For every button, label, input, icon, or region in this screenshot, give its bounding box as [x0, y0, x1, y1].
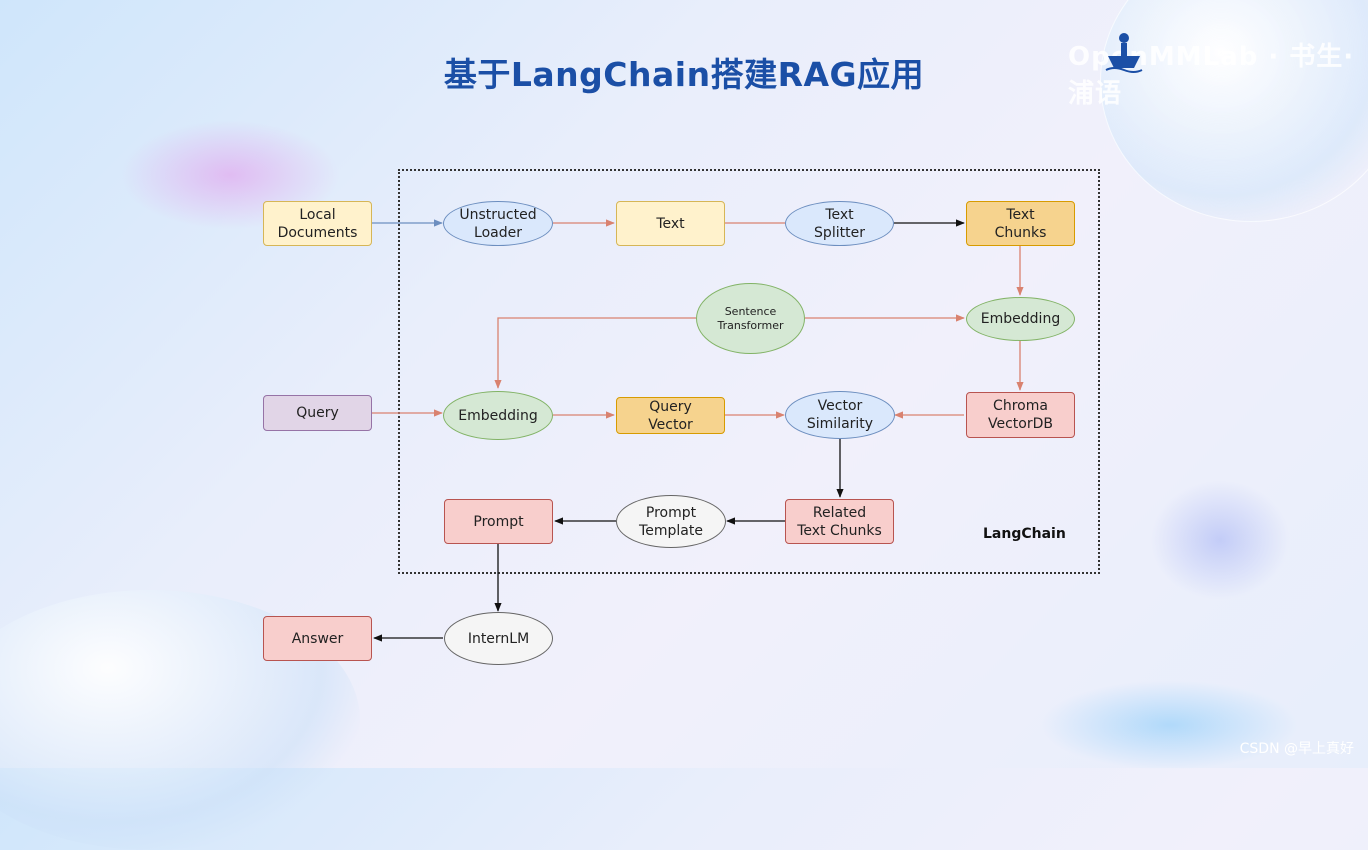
background-blob	[1150, 480, 1290, 600]
diagram-edges	[372, 219, 1024, 642]
node-local-documents: Local Documents	[263, 201, 372, 246]
node-prompt: Prompt	[444, 499, 553, 544]
watermark: CSDN @早上真好	[1239, 741, 1354, 757]
node-text: Text	[616, 201, 725, 246]
node-vector-similarity: Vector Similarity	[785, 391, 895, 439]
background-blob	[1040, 680, 1300, 770]
node-text-chunks: Text Chunks	[966, 201, 1075, 246]
node-embedding-query: Embedding	[443, 391, 553, 440]
langchain-label: LangChain	[983, 526, 1066, 542]
node-query: Query	[263, 395, 372, 431]
edge-transformer-query-embedding	[494, 317, 696, 389]
node-text-splitter: Text Splitter	[785, 201, 894, 246]
node-query-vector: Query Vector	[616, 397, 725, 434]
node-answer: Answer	[263, 616, 372, 661]
slide-title: 基于LangChain搭建RAG应用	[443, 55, 925, 94]
node-related-text-chunks: Related Text Chunks	[785, 499, 894, 544]
node-embedding-store: Embedding	[966, 297, 1075, 341]
langchain-boundary	[398, 169, 1100, 574]
node-prompt-template: Prompt Template	[616, 495, 726, 548]
ship-logo-icon	[1105, 33, 1143, 73]
node-sentence-transformer: Sentence Transformer	[696, 283, 805, 354]
node-unstructured-loader: Unstructed Loader	[443, 201, 553, 246]
node-chroma-vectordb: Chroma VectorDB	[966, 392, 1075, 438]
node-internlm: InternLM	[444, 612, 553, 665]
